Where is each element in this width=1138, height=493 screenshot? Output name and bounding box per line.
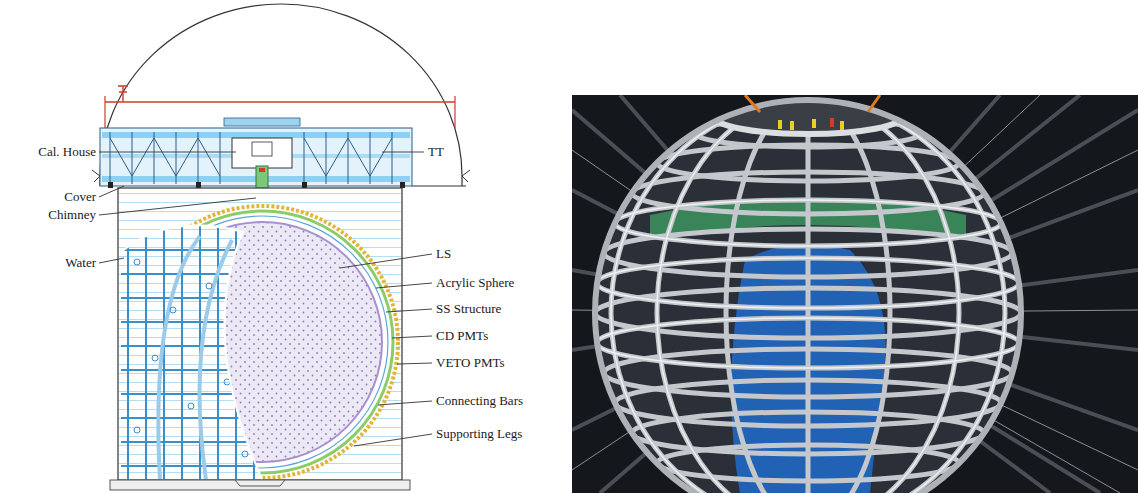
part-label: Chimney (48, 207, 96, 223)
part-label: Water (65, 255, 96, 271)
part-label: Acrylic Sphere (436, 275, 514, 291)
part-label: Supporting Legs (436, 426, 522, 442)
part-label: Cover (64, 189, 96, 205)
part-label: SS Structure (436, 301, 501, 317)
part-label: Cal. House (38, 144, 96, 160)
part-label: TT (428, 144, 444, 160)
part-label: LS (436, 246, 451, 262)
part-label: Connecting Bars (436, 393, 523, 409)
part-label: CD PMTs (436, 328, 488, 344)
part-label: VETO PMTs (436, 355, 505, 371)
